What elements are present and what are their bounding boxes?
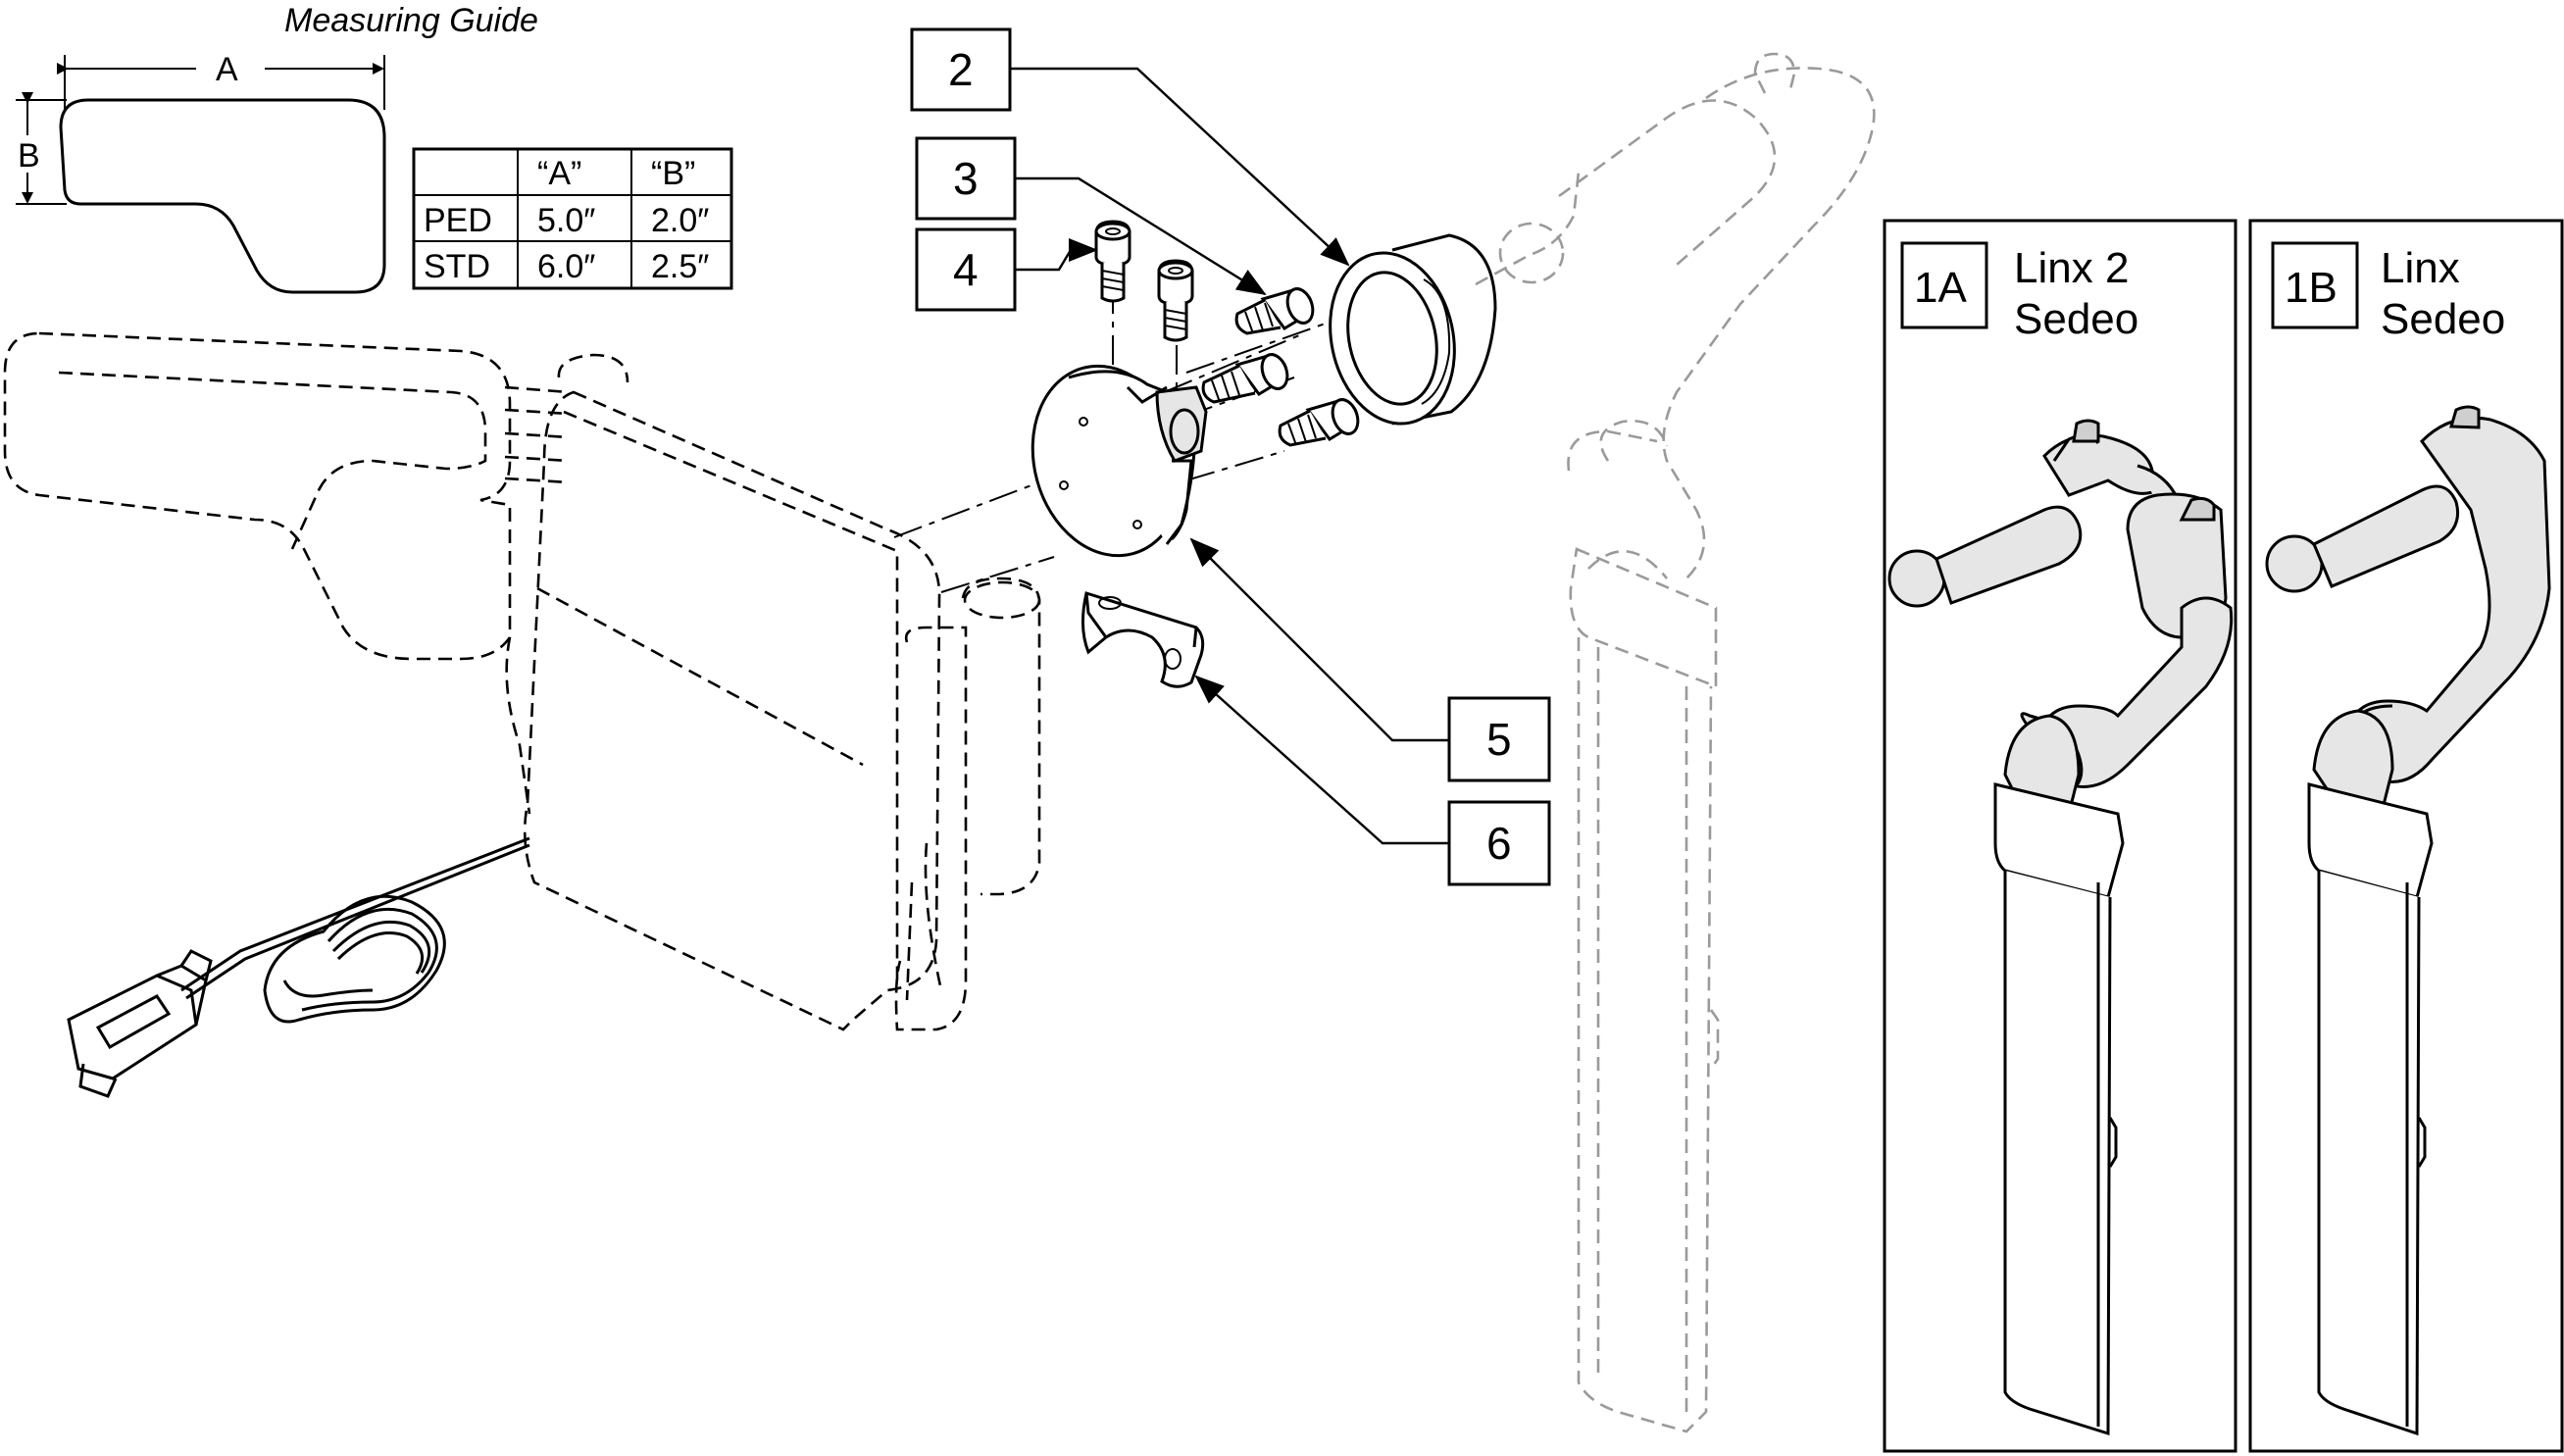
socket-screw-4 xyxy=(1094,220,1131,303)
callout-4-number: 4 xyxy=(953,244,979,295)
callout-4: 4 xyxy=(915,227,1017,312)
measuring-guide-title: Measuring Guide xyxy=(284,2,538,39)
socket-screw-angled-low xyxy=(1278,398,1360,447)
socket-screw-vertical xyxy=(1157,259,1194,342)
callout-3-number: 3 xyxy=(953,153,979,204)
callout-6-number: 6 xyxy=(1486,818,1512,869)
variant-1a-line2: Sedeo xyxy=(2014,295,2138,343)
callout-6: 6 xyxy=(1447,800,1551,886)
clamp-body-5 xyxy=(1031,364,1208,558)
callout-leaders xyxy=(1010,67,1449,845)
callout-5: 5 xyxy=(1447,696,1551,782)
table-header-a: “A” xyxy=(537,155,581,192)
clamp-half-6 xyxy=(1081,591,1205,688)
exploded-hardware xyxy=(893,220,1497,688)
table-cell-ped-b: 2.0″ xyxy=(651,202,709,239)
table-cell-ped-a: 5.0″ xyxy=(537,202,595,239)
variant-1b-line2: Sedeo xyxy=(2381,295,2505,343)
linx2-bracket-illustration xyxy=(1887,419,2234,1436)
variant-panel-1b: 1B Linx Sedeo xyxy=(2248,219,2564,1453)
callout-2-number: 2 xyxy=(948,44,974,95)
table-cell-std-a: 6.0″ xyxy=(537,248,595,285)
callout-3: 3 xyxy=(915,136,1017,221)
variant-1a-id: 1A xyxy=(1914,264,1967,312)
table-cell-ped-label: PED xyxy=(424,202,492,239)
socket-screw-3 xyxy=(1234,287,1315,335)
linx-bracket-illustration xyxy=(2265,405,2551,1436)
variant-panel-1a: 1A Linx 2 Sedeo xyxy=(1883,219,2237,1453)
variant-1a-id-box xyxy=(1900,241,1988,329)
table-header-b: “B” xyxy=(651,155,695,192)
linx-bracket-phantom xyxy=(1475,52,1876,1433)
socket-screw-angled-mid xyxy=(1201,353,1289,404)
armpad-outline-shape xyxy=(59,98,386,294)
spacer-ring-2 xyxy=(1329,233,1497,426)
measuring-guide: Measuring Guide A B “A” “B” PED 5.0″ 2.0… xyxy=(16,2,733,294)
variant-1b-line1: Linx xyxy=(2381,244,2460,292)
table-cell-std-label: STD xyxy=(424,248,490,285)
dimension-a-label: A xyxy=(216,51,238,88)
size-table: “A” “B” PED 5.0″ 2.0″ STD 6.0″ 2.5″ xyxy=(412,147,733,290)
dimension-b-label: B xyxy=(18,137,40,175)
db9-connector xyxy=(67,949,213,1098)
armrest-assembly-phantom xyxy=(3,331,1041,1098)
variant-1b-id: 1B xyxy=(2285,264,2338,312)
callout-5-number: 5 xyxy=(1486,714,1512,765)
variant-1b-id-box xyxy=(2271,241,2359,329)
table-cell-std-b: 2.5″ xyxy=(651,248,709,285)
variant-1a-line1: Linx 2 xyxy=(2014,244,2129,292)
callout-2: 2 xyxy=(910,27,1012,112)
cable-coil xyxy=(263,894,446,1024)
